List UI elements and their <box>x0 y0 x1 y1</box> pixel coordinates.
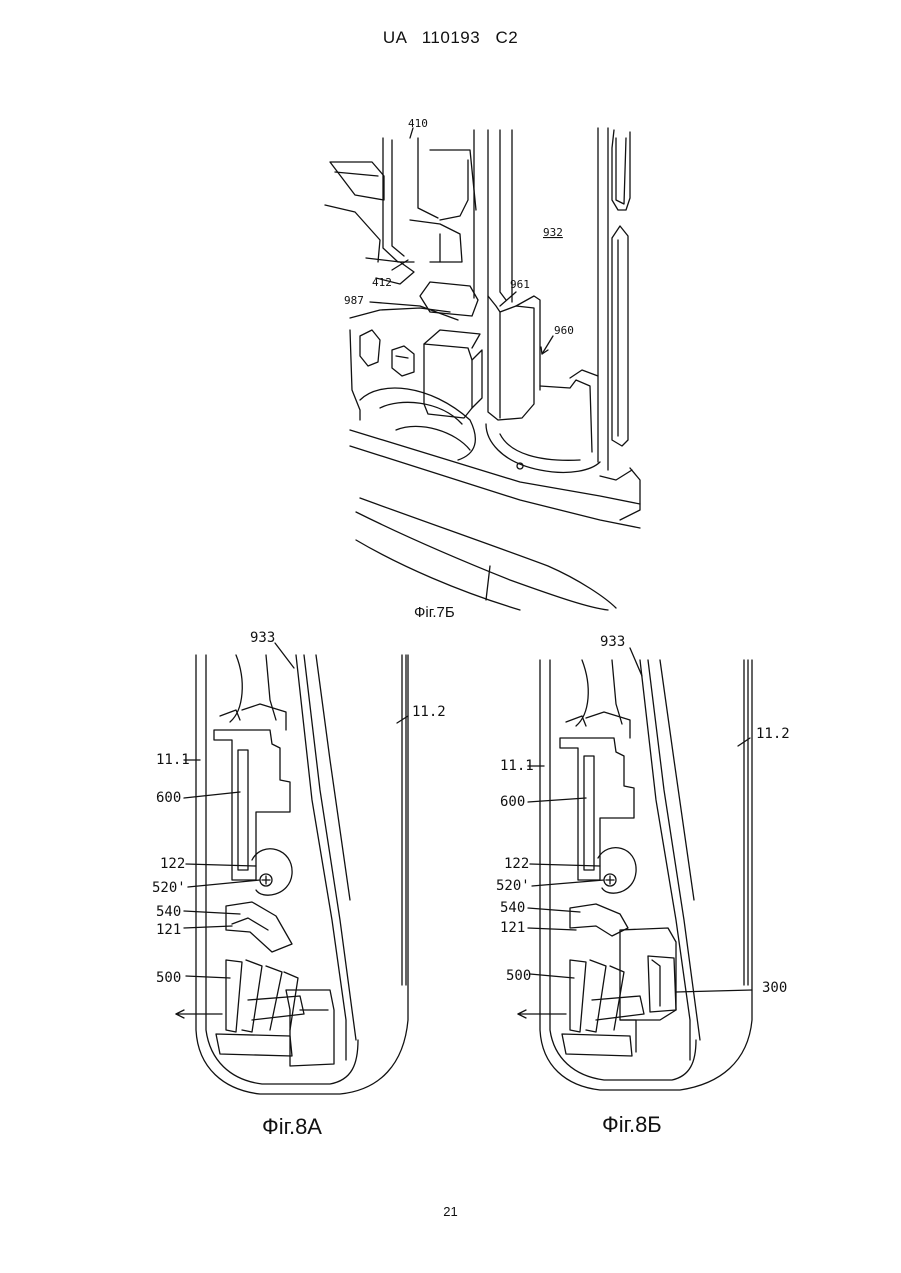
ref-11-1: 11.1 <box>156 752 190 768</box>
ref-540: 540 <box>156 904 181 920</box>
ref-987: 987 <box>344 294 364 307</box>
ref-600: 600 <box>500 794 525 810</box>
figure-7b-drawing <box>325 128 640 610</box>
ref-122: 122 <box>504 856 529 872</box>
ref-11-2: 11.2 <box>412 704 446 720</box>
ref-520: 520' <box>152 880 186 896</box>
ref-121: 121 <box>156 922 181 938</box>
ref-11-2: 11.2 <box>756 726 790 742</box>
figure-8b-caption: Фіг.8Б <box>602 1112 662 1138</box>
ref-412: 412 <box>372 276 392 289</box>
page-number: 21 <box>0 1204 901 1219</box>
figure-7b-caption: Фіг.7Б <box>414 604 455 621</box>
ref-410: 410 <box>408 117 428 130</box>
ref-960: 960 <box>554 324 574 337</box>
figure-8b-drawing <box>518 648 752 1090</box>
ref-520: 520' <box>496 878 530 894</box>
ref-500: 500 <box>156 970 181 986</box>
ref-933: 933 <box>250 630 275 646</box>
figure-8a-drawing <box>176 643 408 1094</box>
ref-961: 961 <box>510 278 530 291</box>
figure-8a-caption: Фіг.8А <box>262 1114 322 1140</box>
ref-300: 300 <box>762 980 787 996</box>
ref-932: 932 <box>543 226 563 239</box>
ref-122: 122 <box>160 856 185 872</box>
ref-500: 500 <box>506 968 531 984</box>
ref-933: 933 <box>600 634 625 650</box>
ref-540: 540 <box>500 900 525 916</box>
ref-600: 600 <box>156 790 181 806</box>
ref-121: 121 <box>500 920 525 936</box>
ref-11-1: 11.1 <box>500 758 534 774</box>
